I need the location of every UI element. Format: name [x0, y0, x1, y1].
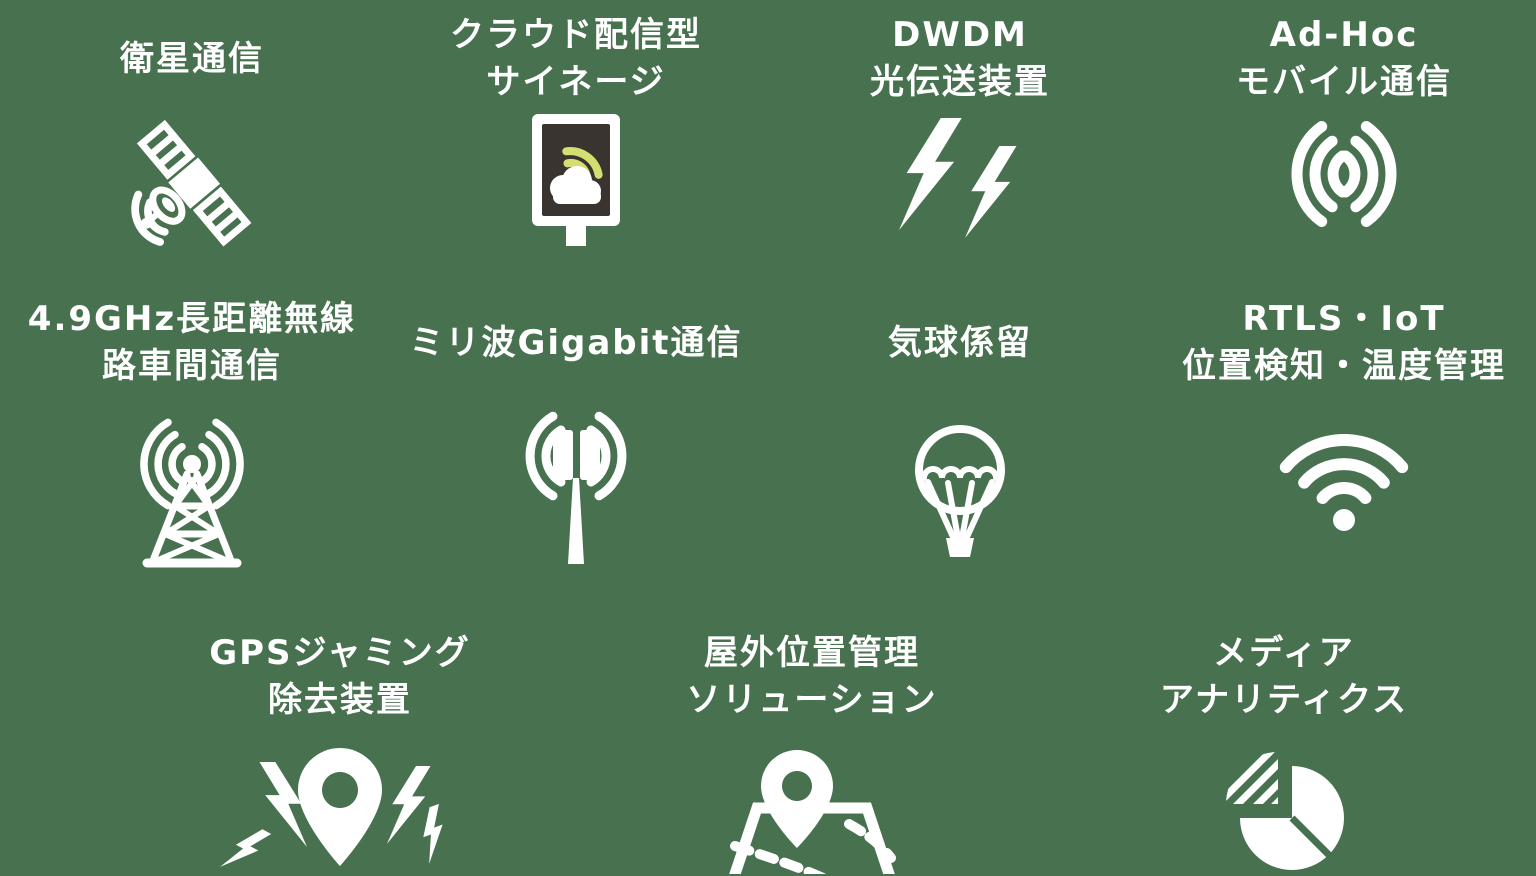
satellite-icon [122, 112, 262, 260]
label-line: 路車間通信 [101, 346, 282, 386]
label-line: アナリティクス [1159, 680, 1409, 720]
item-label: Ad-Hoc モバイル通信 [1236, 0, 1452, 106]
item-label: DWDM 光伝送装置 [870, 0, 1050, 106]
label-line: 屋外位置管理 [703, 633, 920, 673]
balloon-icon [912, 416, 1008, 558]
service-item-dwdm: DWDM 光伝送装置 [768, 0, 1152, 260]
service-item-long-range-wireless: 4.9GHz長距離無線 路車間通信 [0, 282, 384, 568]
antenna-icon [524, 411, 628, 566]
jamming-pin-icon [215, 746, 465, 872]
label-line: クラウド配信型 [450, 15, 702, 55]
pie-chart-icon [1222, 746, 1347, 871]
label-line: 光伝送装置 [870, 62, 1050, 102]
service-item-balloon-mooring: 気球係留 [768, 282, 1152, 566]
item-label: 4.9GHz長距離無線 路車間通信 [28, 282, 356, 390]
label-line: DWDM [892, 15, 1028, 55]
wifi-icon [1269, 416, 1419, 538]
signage-icon [530, 112, 622, 246]
radio-tower-icon [125, 416, 260, 568]
item-label: GPSジャミング 除去装置 [209, 600, 471, 724]
label-line: Ad-Hoc [1269, 15, 1419, 55]
label-line: メディア [1213, 633, 1355, 673]
label-line: 位置検知・温度管理 [1182, 346, 1506, 386]
service-item-cloud-signage: クラウド配信型 サイネージ [384, 0, 768, 260]
item-label: RTLS・IoT 位置検知・温度管理 [1182, 282, 1506, 390]
label-line: RTLS・IoT [1242, 299, 1446, 339]
item-label: 衛星通信 [120, 0, 264, 106]
label-line: 4.9GHz長距離無線 [27, 299, 357, 339]
label-line: ミリ波Gigabit通信 [409, 322, 743, 363]
row-3: GPSジャミング 除去装置 屋外位置管理 ソリューション [0, 600, 1536, 874]
service-item-gps-jamming: GPSジャミング 除去装置 [104, 600, 576, 874]
item-label: 気球係留 [888, 282, 1032, 390]
service-item-rtls-iot: RTLS・IoT 位置検知・温度管理 [1152, 282, 1536, 566]
service-item-outdoor-location: 屋外位置管理 ソリューション [576, 600, 1048, 874]
label-line: GPSジャミング [209, 633, 471, 673]
service-item-mmwave-gigabit: ミリ波Gigabit通信 [384, 282, 768, 566]
item-label: 屋外位置管理 ソリューション [686, 600, 937, 724]
service-item-adhoc-mobile: Ad-Hoc モバイル通信 [1152, 0, 1536, 260]
row-1: 衛星通信 [0, 0, 1536, 260]
service-item-media-analytics: メディア アナリティクス [1048, 600, 1520, 874]
row-2: 4.9GHz長距離無線 路車間通信 [0, 282, 1536, 568]
double-lightning-icon [899, 112, 1021, 240]
radio-waves-icon [1269, 112, 1419, 236]
label-line: ソリューション [686, 680, 938, 720]
map-pin-map-icon [717, 746, 907, 874]
item-label: ミリ波Gigabit通信 [409, 282, 742, 390]
item-label: クラウド配信型 サイネージ [450, 0, 702, 106]
item-label: メディア アナリティクス [1160, 600, 1408, 724]
label-line: 除去装置 [268, 680, 412, 720]
label-line: モバイル通信 [1236, 62, 1452, 102]
label-line: サイネージ [486, 62, 666, 102]
label-line: 気球係留 [888, 322, 1032, 363]
service-item-satellite: 衛星通信 [0, 0, 384, 260]
label-line: 衛星通信 [120, 38, 264, 79]
